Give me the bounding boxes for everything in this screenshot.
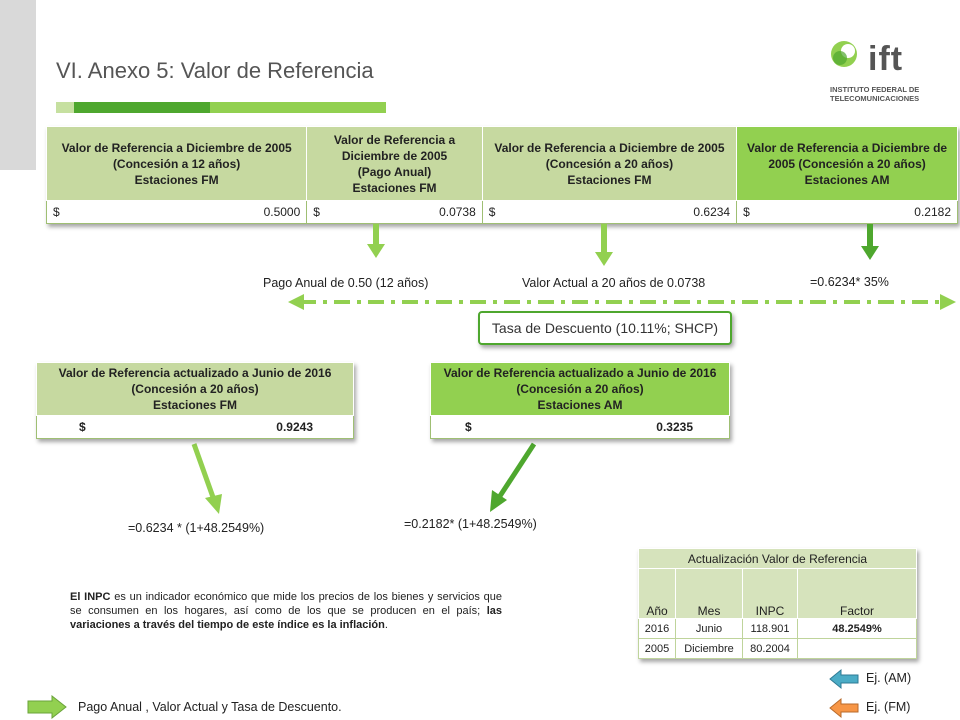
legend-bottom: Pago Anual , Valor Actual y Tasa de Desc…: [78, 700, 342, 714]
col-month: Mes: [675, 568, 743, 619]
value-fm-12: $0.5000: [45, 200, 308, 224]
discount-timeline-arrow: [288, 294, 956, 310]
valor-actual-note: Valor Actual a 20 años de 0.0738: [522, 276, 706, 290]
legend-fm: Ej. (FM): [866, 700, 911, 714]
orange-arrow-icon: [829, 697, 859, 719]
header-am-20: Valor de Referencia a Diciembre de 2005 …: [736, 126, 958, 201]
logo-wordmark: ift: [868, 40, 904, 78]
table-cell: Diciembre: [675, 638, 743, 659]
reference-values-table: Valor de Referencia a Diciembre de 2005 …: [45, 126, 958, 224]
header-fm-12: Valor de Referencia a Diciembre de 2005 …: [45, 126, 308, 201]
am-formula-note: =0.6234* 35%: [810, 275, 889, 289]
diagonal-arrow-fm: [191, 443, 222, 514]
fm-update-formula: =0.6234 * (1+48.2549%): [128, 521, 265, 535]
am-update-formula: =0.2182* (1+48.2549%): [404, 517, 537, 531]
fm-updated-header: Valor de Referencia actualizado a Junio …: [36, 362, 354, 416]
header-fm-annual: Valor de Referencia a Diciembre de 2005 …: [306, 126, 483, 201]
col-factor: Factor: [797, 568, 917, 619]
left-accent-bar: [0, 0, 36, 170]
table-cell: 48.2549%: [797, 618, 917, 639]
tasa-descuento-box: Tasa de Descuento (10.11%; SHCP): [478, 311, 732, 345]
col-inpc: INPC: [742, 568, 798, 619]
am-updated-header: Valor de Referencia actualizado a Junio …: [430, 362, 730, 416]
table-cell: 118.901: [742, 618, 798, 639]
blue-arrow-icon: [829, 668, 859, 690]
am-updated-value: $ 0.3235: [430, 415, 730, 439]
inpc-table-title: Actualización Valor de Referencia: [638, 548, 917, 569]
fm-updated-value: $ 0.9243: [36, 415, 354, 439]
inpc-paragraph: El INPC es un indicador económico que mi…: [70, 591, 502, 631]
down-arrow-am-20: [861, 224, 879, 260]
col-year: Año: [638, 568, 676, 619]
table-cell: [797, 638, 917, 659]
header-fm-20: Valor de Referencia a Diciembre de 2005 …: [481, 126, 738, 201]
value-am-20: $0.2182: [736, 200, 958, 224]
value-fm-annual: $0.0738: [306, 200, 483, 224]
diagonal-arrow-am: [490, 442, 537, 512]
logo-subtitle: INSTITUTO FEDERAL DE TELECOMUNICACIONES: [830, 85, 920, 103]
table-cell: 2005: [638, 638, 676, 659]
down-arrow-fm-20: [595, 224, 613, 266]
value-fm-20: $0.6234: [481, 200, 738, 224]
am-updated-table: Valor de Referencia actualizado a Junio …: [430, 362, 730, 439]
down-arrow-fm-annual: [367, 224, 385, 258]
fm-updated-table: Valor de Referencia actualizado a Junio …: [36, 362, 354, 439]
table-cell: 2016: [638, 618, 676, 639]
green-arrow-icon: [27, 695, 67, 719]
table-cell: Junio: [675, 618, 743, 639]
pago-anual-note: Pago Anual de 0.50 (12 años): [263, 276, 429, 290]
table-cell: 80.2004: [742, 638, 798, 659]
inpc-table: Actualización Valor de Referencia Año Me…: [638, 548, 917, 659]
page-title: VI. Anexo 5: Valor de Referencia: [56, 58, 374, 83]
ift-logo-icon: [831, 41, 857, 67]
legend-am: Ej. (AM): [866, 671, 912, 685]
